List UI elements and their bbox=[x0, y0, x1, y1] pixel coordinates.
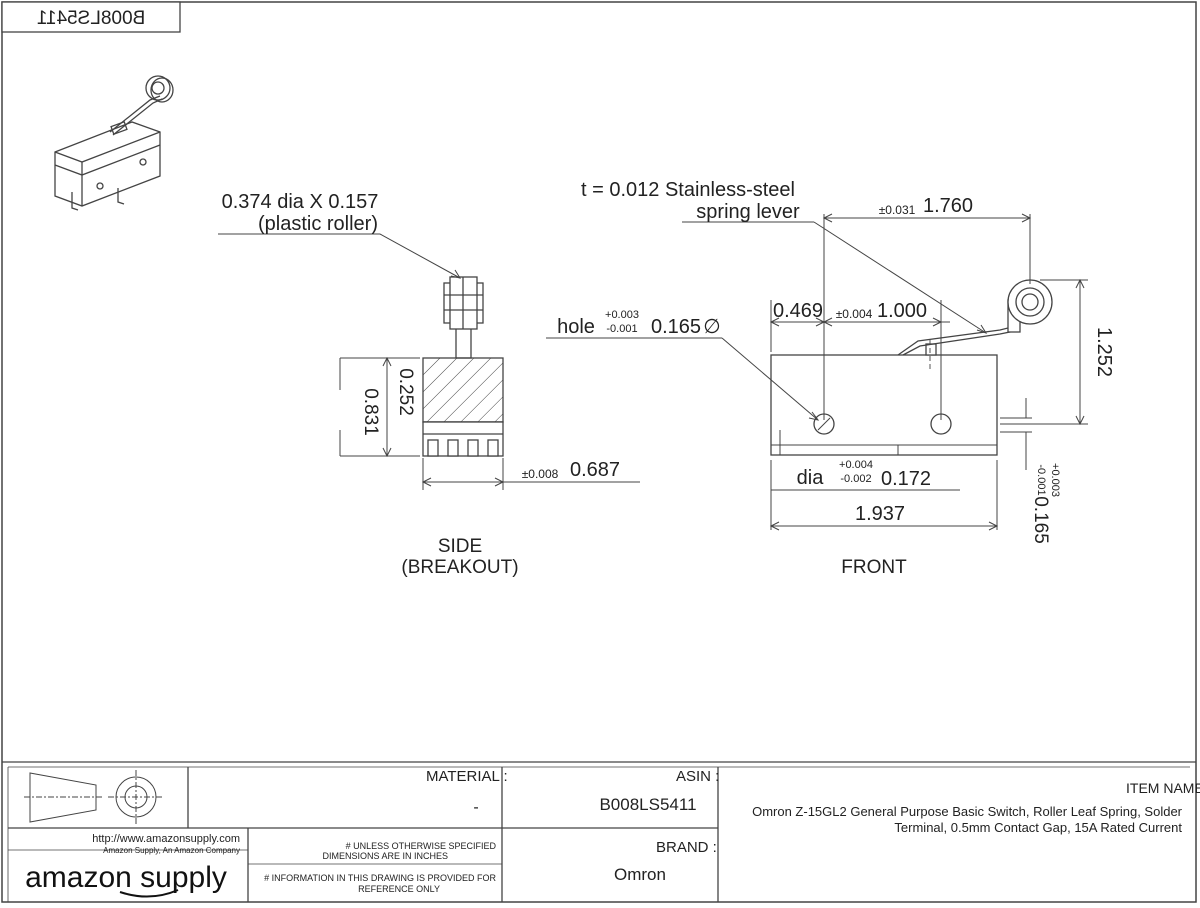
supply-url: http://www.amazonsupply.com bbox=[92, 833, 240, 845]
note-reference-line1: # INFORMATION IN THIS DRAWING IS PROVIDE… bbox=[264, 873, 496, 883]
asin-label: ASIN : bbox=[676, 768, 719, 785]
dim-side-width bbox=[421, 458, 640, 490]
side-width-value: 0.687 bbox=[570, 459, 620, 481]
lever-leader bbox=[682, 221, 988, 334]
pitch-tol: ±0.004 bbox=[836, 307, 873, 321]
terminal-value: 0.165 bbox=[1030, 496, 1051, 544]
hole-leader bbox=[546, 337, 820, 421]
item-name-line2: Terminal, 0.5mm Contact Gap, 15A Rated C… bbox=[894, 820, 1182, 835]
hole-suffix: hole bbox=[557, 316, 595, 338]
note-units-line2: DIMENSIONS ARE IN INCHES bbox=[322, 851, 448, 861]
note-units-line1: # UNLESS OTHERWISE SPECIFIED bbox=[346, 841, 497, 851]
logo-smile-icon bbox=[119, 889, 179, 898]
material-value: - bbox=[473, 799, 478, 816]
side-terminals bbox=[422, 421, 504, 457]
material-label-text: MATERIAL : bbox=[426, 768, 508, 785]
pin-value: 0.172 bbox=[881, 468, 931, 490]
pin-tol-plus: +0.004 bbox=[839, 459, 873, 471]
lever-callout-line2: spring lever bbox=[696, 201, 800, 223]
width-value: 1.937 bbox=[855, 503, 905, 525]
hole-prefix: ∅ bbox=[703, 316, 720, 338]
asin-tab-text: B008LS5411 bbox=[37, 8, 145, 29]
pitch-value: 1.000 bbox=[877, 300, 927, 322]
hole-value: 0.165 bbox=[651, 316, 701, 338]
asin-value: B008LS5411 bbox=[599, 795, 696, 814]
side-depth-value: 0.831 bbox=[360, 388, 381, 436]
roller-callout-line1: 0.374 dia X 0.157 bbox=[222, 191, 379, 213]
dim-side-depth bbox=[339, 356, 420, 458]
asin-tab: B008LS5411 bbox=[1, 1, 181, 33]
side-view-subtitle: (BREAKOUT) bbox=[401, 557, 518, 578]
dim-pitch bbox=[769, 300, 950, 420]
isometric-view bbox=[54, 75, 174, 211]
title-block bbox=[2, 761, 1196, 902]
amazon-supply-logo: amazon supply bbox=[25, 861, 227, 898]
front-view: 1.760 ±0.031 1.000 ±0.004 0.469 1.252 bbox=[546, 179, 1115, 578]
offset-value: 0.469 bbox=[773, 300, 823, 322]
brand-value: Omron bbox=[614, 865, 666, 884]
pin-tol-minus: -0.002 bbox=[840, 473, 871, 485]
dim-lever-length bbox=[822, 213, 1032, 420]
item-name-line1: Omron Z-15GL2 General Purpose Basic Swit… bbox=[752, 804, 1183, 819]
side-view-title: SIDE bbox=[438, 536, 482, 557]
brand-label: BRAND : bbox=[656, 839, 717, 856]
side-view: 0.831 0.252 0.687 ±0.008 0.374 dia X 0.1… bbox=[218, 191, 640, 578]
pin-suffix: dia bbox=[797, 467, 825, 489]
height-value: 1.252 bbox=[1093, 327, 1115, 377]
note-reference-line2: REFERENCE ONLY bbox=[358, 884, 440, 894]
dim-height bbox=[1000, 278, 1088, 426]
side-roller bbox=[443, 276, 484, 359]
supply-company: Amazon Supply, An Amazon Company bbox=[103, 846, 240, 855]
front-view-title: FRONT bbox=[841, 557, 907, 578]
side-inner-value: 0.252 bbox=[395, 368, 416, 416]
lever-callout-line1: t = 0.012 Stainless-steel bbox=[581, 179, 795, 201]
hole-tol-plus: +0.003 bbox=[605, 309, 639, 321]
side-body-section bbox=[422, 357, 504, 423]
side-width-tol: ±0.008 bbox=[522, 467, 559, 481]
hole-tol-minus: -0.001 bbox=[606, 323, 637, 335]
lever-length-tol: ±0.031 bbox=[879, 203, 916, 217]
dim-terminal bbox=[1000, 398, 1032, 470]
dim-width bbox=[769, 521, 999, 531]
lever-length-value: 1.760 bbox=[923, 195, 973, 217]
item-name-label: ITEM NAME: bbox=[1126, 780, 1200, 796]
roller-callout-line2: (plastic roller) bbox=[258, 213, 378, 235]
front-body bbox=[770, 354, 998, 456]
terminal-tol-plus: +0.003 bbox=[1049, 463, 1061, 497]
terminal-tol-minus: -0.001 bbox=[1035, 464, 1047, 495]
logo-text: amazon supply bbox=[25, 861, 227, 894]
projection-symbol bbox=[24, 770, 164, 824]
roller-leader bbox=[218, 233, 462, 279]
dim-pin bbox=[770, 460, 998, 530]
